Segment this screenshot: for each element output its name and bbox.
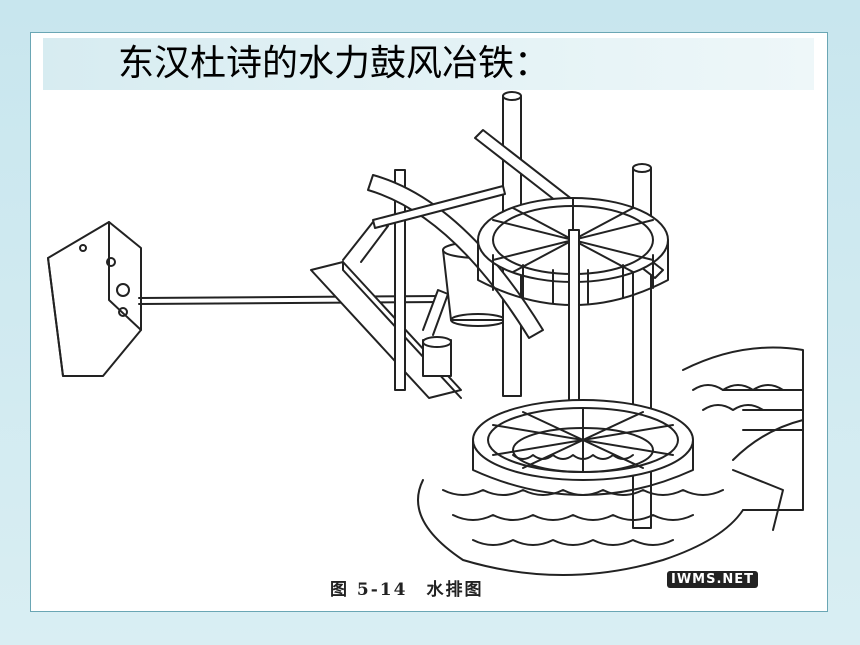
figure-caption: 图 5-14 水排图: [330, 580, 484, 600]
title-band: [43, 38, 814, 90]
water-wheel: [472, 399, 694, 496]
watermark-logo: IWMS.NET: [667, 571, 759, 588]
water-bellows-illustration: [47, 91, 804, 576]
slide-title: 东汉杜诗的水力鼓风冶铁：: [118, 43, 551, 84]
connecting-rod: [138, 295, 444, 305]
post-left: [394, 169, 406, 391]
riverbed: [417, 479, 744, 576]
water-stream: [682, 346, 804, 531]
base-beam: [310, 261, 462, 399]
furnace-box: [47, 221, 142, 377]
